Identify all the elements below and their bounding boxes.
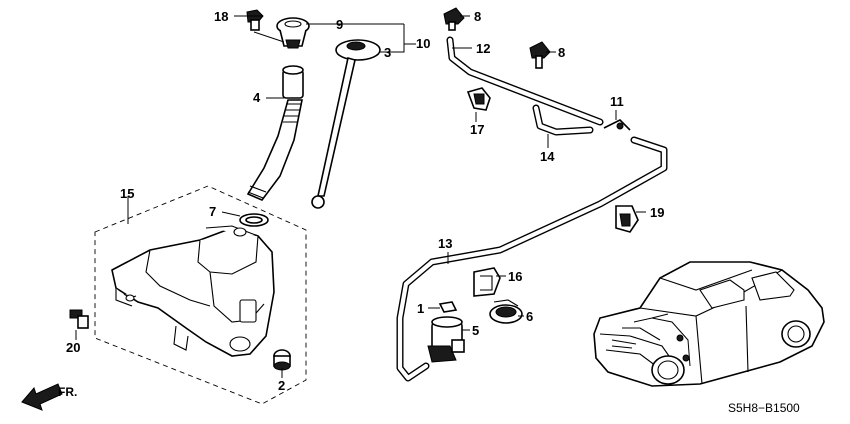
callout-7: 7: [209, 204, 216, 219]
callout-labels: 18 9 10 3 4 7 15 20 2 8 8 12 17 11 14 13…: [66, 9, 664, 393]
leader-lines: [75, 15, 646, 378]
pump-seal-part: [489, 299, 523, 324]
callout-14: 14: [540, 149, 555, 164]
callout-4: 4: [253, 90, 261, 105]
front-direction-arrow: FR.: [21, 383, 77, 411]
washer-pump-part: [427, 316, 465, 363]
hose-part: [532, 104, 594, 136]
callout-17: 17: [470, 122, 484, 137]
washer-tank-assembly: [94, 185, 307, 405]
bolt-part: [69, 309, 89, 329]
vehicle-location-illustration: [593, 261, 825, 387]
callout-18: 18: [214, 9, 228, 24]
callout-3: 3: [384, 45, 391, 60]
callout-19: 19: [650, 205, 664, 220]
callout-8-right: 8: [558, 45, 565, 60]
callout-16: 16: [508, 269, 522, 284]
callout-11: 11: [610, 94, 624, 109]
callout-20: 20: [66, 340, 80, 355]
clip-part: [473, 267, 501, 297]
callout-13: 13: [438, 236, 452, 251]
nozzle-part: [529, 41, 551, 69]
level-gauge-part: [311, 39, 381, 209]
o-ring-part: [239, 213, 269, 227]
callout-6: 6: [526, 309, 533, 324]
callout-15: 15: [120, 186, 134, 201]
callout-1: 1: [417, 301, 424, 316]
callout-10: 10: [416, 36, 430, 51]
callout-9: 9: [336, 17, 343, 32]
filler-cap-part: [276, 17, 310, 49]
grommet-part: [273, 349, 291, 371]
nozzle-part: [443, 7, 465, 31]
front-direction-label: FR.: [58, 385, 77, 399]
filler-neck-part: [246, 65, 304, 201]
seal-part: [438, 301, 458, 313]
clip-part: [615, 205, 639, 233]
callout-2: 2: [278, 378, 285, 393]
diagram-code: S5H8−B1500: [728, 401, 800, 415]
callout-5: 5: [472, 323, 479, 338]
clip-part: [466, 87, 491, 111]
hose-part: [446, 36, 604, 126]
joint-part: [603, 119, 631, 131]
callout-8-top: 8: [474, 9, 481, 24]
screw-part: [246, 9, 264, 31]
callout-12: 12: [476, 41, 490, 56]
hose-part: [396, 136, 668, 382]
